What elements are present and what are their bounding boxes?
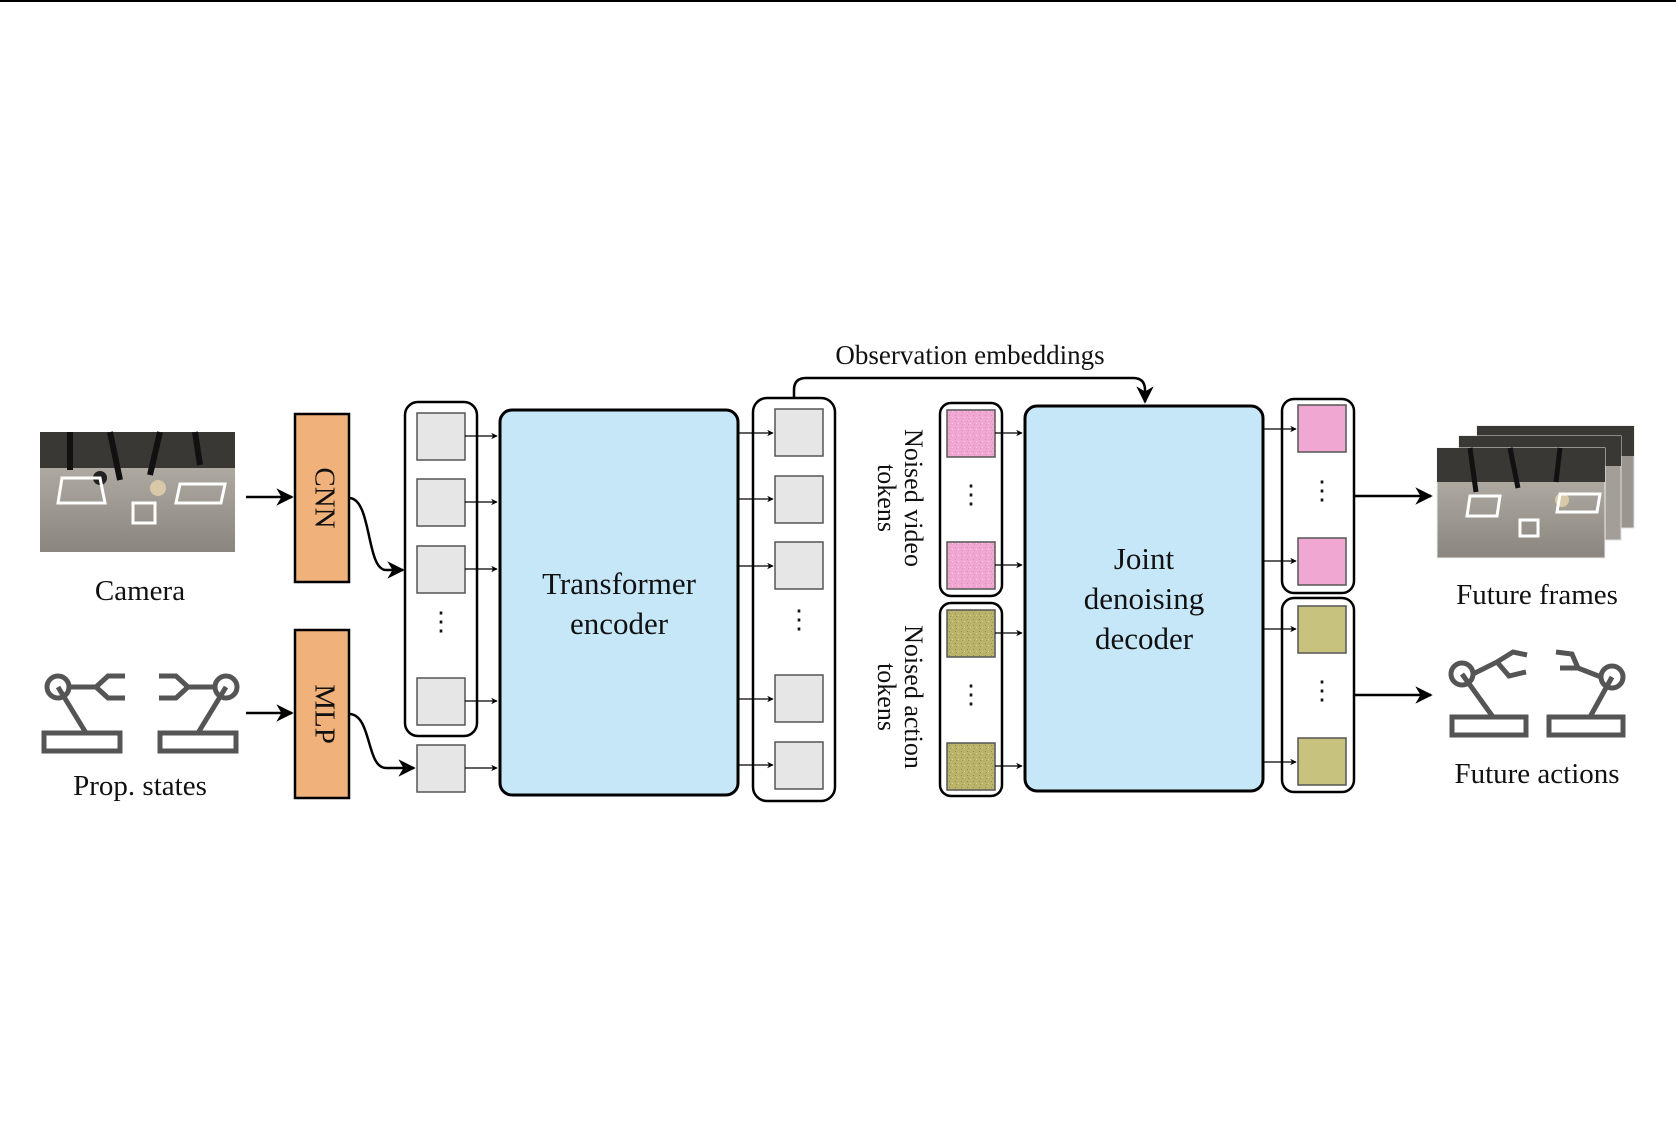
noised-action-token <box>946 742 996 791</box>
ellipsis: ⋮ <box>428 607 454 636</box>
prop-token <box>416 744 466 793</box>
noised-action-label-line2: tokens <box>872 663 901 731</box>
noised-action-label-line1: Noised action <box>899 625 928 769</box>
observation-embeddings-arrow <box>792 376 1154 404</box>
ellipsis: ⋮ <box>1309 676 1335 705</box>
output-action-token <box>1297 737 1347 786</box>
robot-arm-icon <box>41 673 125 754</box>
output-action-token <box>1297 605 1347 654</box>
prop-states-label: Prop. states <box>73 770 207 802</box>
observation-token <box>774 541 824 590</box>
decoder-label-line3: decoder <box>1095 621 1194 656</box>
decoder-label-line1: Joint <box>1114 541 1175 576</box>
future-frames-image <box>1436 425 1635 559</box>
encoder-label-line2: encoder <box>570 606 669 641</box>
observation-token <box>774 408 824 457</box>
token-arrows <box>1263 425 1297 766</box>
input-token <box>416 677 466 726</box>
token-arrows <box>465 432 498 772</box>
noised-video-token <box>946 541 996 590</box>
ellipsis: ⋮ <box>786 605 812 634</box>
observation-token <box>774 475 824 524</box>
observation-embeddings-label: Observation embeddings <box>835 340 1104 370</box>
noised-video-label-line1: Noised video <box>899 429 928 567</box>
input-token <box>416 545 466 594</box>
observation-token-group <box>751 396 837 803</box>
cnn-label: CNN <box>308 467 340 528</box>
top-rule <box>0 0 1676 2</box>
transformer-encoder <box>498 408 740 797</box>
future-frames-label: Future frames <box>1456 579 1618 611</box>
output-video-token <box>1297 404 1347 453</box>
ellipsis: ⋮ <box>958 480 984 509</box>
noised-video-token <box>946 409 996 458</box>
robot-arm-icon <box>1448 649 1529 738</box>
encoder-label-line1: Transformer <box>542 566 697 601</box>
ellipsis: ⋮ <box>1309 476 1335 505</box>
camera-label: Camera <box>95 575 185 607</box>
noised-video-label-line2: tokens <box>872 464 901 532</box>
arrow <box>348 712 416 777</box>
input-token <box>416 412 466 461</box>
token-arrows <box>995 429 1023 770</box>
camera-image <box>40 431 235 552</box>
arrow <box>348 496 405 579</box>
observation-token <box>774 741 824 790</box>
robot-arm-icon <box>1546 649 1626 738</box>
future-actions-label: Future actions <box>1454 758 1619 790</box>
decoder-label-line2: denoising <box>1084 581 1205 616</box>
robot-arm-icon <box>157 673 240 754</box>
ellipsis: ⋮ <box>958 680 984 709</box>
noised-action-token <box>946 609 996 658</box>
mlp-label: MLP <box>308 684 340 744</box>
token-arrows <box>738 429 774 769</box>
output-video-token <box>1297 537 1347 586</box>
noised-video-token-group <box>938 401 1004 598</box>
input-token <box>416 478 466 527</box>
noised-action-token-group <box>938 601 1004 798</box>
observation-token <box>774 674 824 723</box>
joint-denoising-decoder <box>1023 404 1265 793</box>
